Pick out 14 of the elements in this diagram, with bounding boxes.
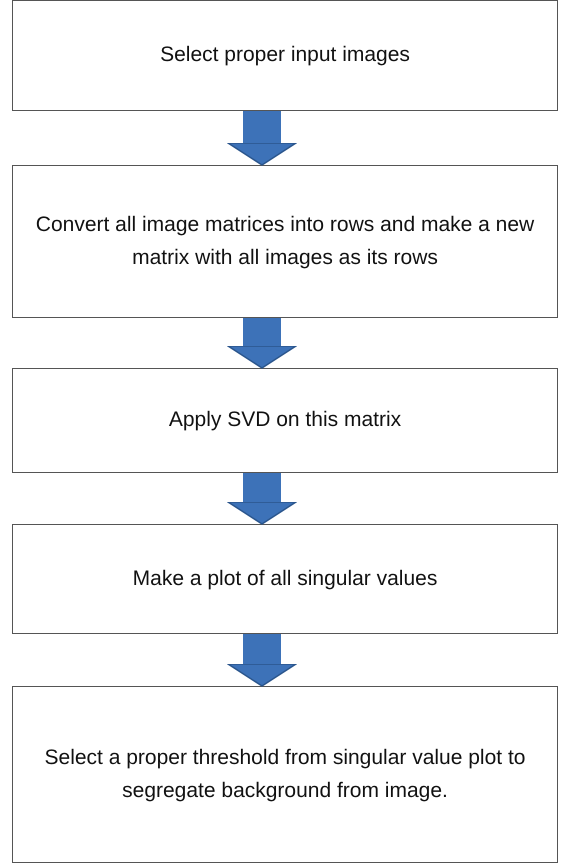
- step-text: Select proper input images: [160, 42, 410, 68]
- step-text: Apply SVD on this matrix: [168, 407, 402, 434]
- block-arrow: [227, 111, 297, 166]
- process-box: [12, 686, 558, 863]
- block-arrow: [227, 634, 297, 687]
- process-box: [12, 524, 558, 634]
- process-box: [12, 368, 558, 473]
- block-arrow: [227, 318, 297, 369]
- step-text: Convert all image matrices into rows and make a new matrix with all images as its rows: [34, 212, 536, 270]
- step-text: Make a plot of all singular values: [132, 566, 438, 592]
- block-arrow: [227, 473, 297, 525]
- process-box: [12, 165, 558, 318]
- step-text: Select a proper threshold from singular value plot to segregate background from image.: [44, 744, 526, 804]
- process-box: [12, 0, 558, 111]
